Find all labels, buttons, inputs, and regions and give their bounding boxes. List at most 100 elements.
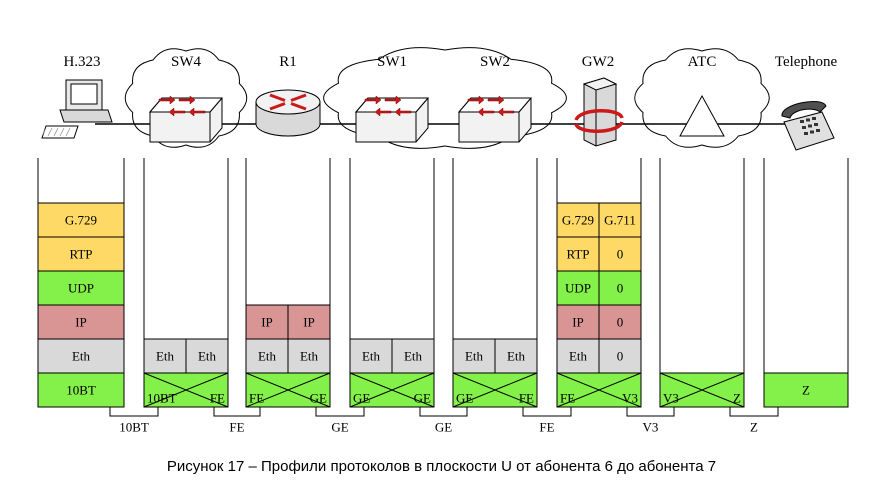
link-label: FE xyxy=(539,420,554,435)
switch-arrow xyxy=(364,95,382,105)
protocol-cell: IP xyxy=(287,304,331,340)
protocol-cell-label: G.711 xyxy=(604,213,636,228)
device-label-sw2: SW2 xyxy=(480,54,510,70)
protocol-cell: UDP xyxy=(556,270,600,306)
protocol-cell: UDP xyxy=(37,270,125,306)
link-label: V3 xyxy=(643,420,659,435)
phy-right-label: GE xyxy=(310,391,327,406)
link-label: GE xyxy=(435,420,452,435)
physical-layer-cell: GE GE xyxy=(349,372,435,408)
switch-arrow xyxy=(394,107,412,117)
protocol-cell: Eth xyxy=(556,338,600,374)
protocol-cell-label: 0 xyxy=(617,281,624,296)
protocol-cell: Eth xyxy=(349,338,393,374)
link-7: Z xyxy=(729,407,779,435)
protocol-cell-label: UDP xyxy=(565,281,591,296)
link-4: GE xyxy=(419,407,468,435)
protocol-cell: G.729 xyxy=(37,202,125,238)
phy-left-label: GE xyxy=(456,391,473,406)
computer-icon xyxy=(41,79,113,139)
protocol-cell: Eth xyxy=(494,338,538,374)
link-6: V3 xyxy=(626,407,675,435)
link-label: GE xyxy=(331,420,348,435)
column-frame xyxy=(659,158,745,408)
device-label-gw2: GW2 xyxy=(582,54,615,70)
protocol-cell: Eth xyxy=(185,338,229,374)
protocol-cell-label: Eth xyxy=(404,349,423,364)
protocol-cell-label: Eth xyxy=(72,349,91,364)
figure-caption: Рисунок 17 – Профили протоколов в плоско… xyxy=(166,458,717,475)
protocol-cell-label: UDP xyxy=(68,281,94,296)
protocol-cell-label: Eth xyxy=(569,349,588,364)
device-label-h323: H.323 xyxy=(63,54,100,70)
protocol-cell-label: 0 xyxy=(617,315,624,330)
device-label-r1: R1 xyxy=(279,54,297,70)
switch-arrow xyxy=(158,95,176,105)
phy-left-label: FE xyxy=(249,391,264,406)
protocol-cell: G.711 xyxy=(598,202,642,238)
switch-icon-sw4 xyxy=(148,95,224,143)
protocol-cell-label: RTP xyxy=(566,247,589,262)
protocol-cell-label: 0 xyxy=(617,349,624,364)
switch-arrow xyxy=(467,95,485,105)
protocol-cell-label: 0 xyxy=(617,247,624,262)
phy-right-label: GE xyxy=(414,391,431,406)
protocol-cell: 0 xyxy=(598,304,642,340)
link-2: FE xyxy=(213,407,261,435)
device-icons xyxy=(41,77,835,151)
physical-layer-cell: FE GE xyxy=(245,372,331,408)
phy-right-label: Z xyxy=(733,391,741,406)
protocol-cell-label: 10BT xyxy=(66,383,96,398)
protocol-cell: 0 xyxy=(598,236,642,272)
protocol-cell: RTP xyxy=(556,236,600,272)
switch-arrow xyxy=(497,107,515,117)
protocol-cell: Eth xyxy=(37,338,125,374)
protocol-cell-label: G.729 xyxy=(562,213,594,228)
protocol-cell: RTP xyxy=(37,236,125,272)
protocol-cell-label: G.729 xyxy=(65,213,97,228)
switch-arrow xyxy=(178,95,196,105)
protocol-cell-label: IP xyxy=(75,315,87,330)
protocol-cell-label: IP xyxy=(303,315,315,330)
link-label: FE xyxy=(229,420,244,435)
switch-arrow xyxy=(384,95,402,105)
device-label-sw4: SW4 xyxy=(171,54,202,70)
protocol-column-tel: Z xyxy=(763,158,849,408)
protocol-cell-label: Z xyxy=(802,383,810,398)
protocol-cell: Z xyxy=(763,372,849,408)
link-label: Z xyxy=(750,420,758,435)
switch-arrow xyxy=(374,107,392,117)
protocol-cell-label: Eth xyxy=(198,349,217,364)
protocol-cell: 0 xyxy=(598,338,642,374)
switch-arrow xyxy=(168,107,186,117)
protocol-cell: IP xyxy=(245,304,289,340)
protocol-cell: Eth xyxy=(391,338,435,374)
protocol-cell: 10BT xyxy=(37,372,125,408)
protocol-cell: 0 xyxy=(598,270,642,306)
protocol-cell-label: Eth xyxy=(258,349,277,364)
phy-left-label: GE xyxy=(353,391,370,406)
protocol-cell: IP xyxy=(556,304,600,340)
switch-arrow xyxy=(487,95,505,105)
link-1: 10BT xyxy=(109,407,159,435)
column-frame xyxy=(763,158,849,408)
protocol-cell: Eth xyxy=(287,338,331,374)
link-label: 10BT xyxy=(119,420,149,435)
protocol-cell-label: IP xyxy=(572,315,584,330)
device-label-tel: Telephone xyxy=(775,54,838,70)
phy-right-label: V3 xyxy=(622,391,638,406)
protocol-cell-label: IP xyxy=(261,315,273,330)
protocol-cell-label: Eth xyxy=(362,349,381,364)
